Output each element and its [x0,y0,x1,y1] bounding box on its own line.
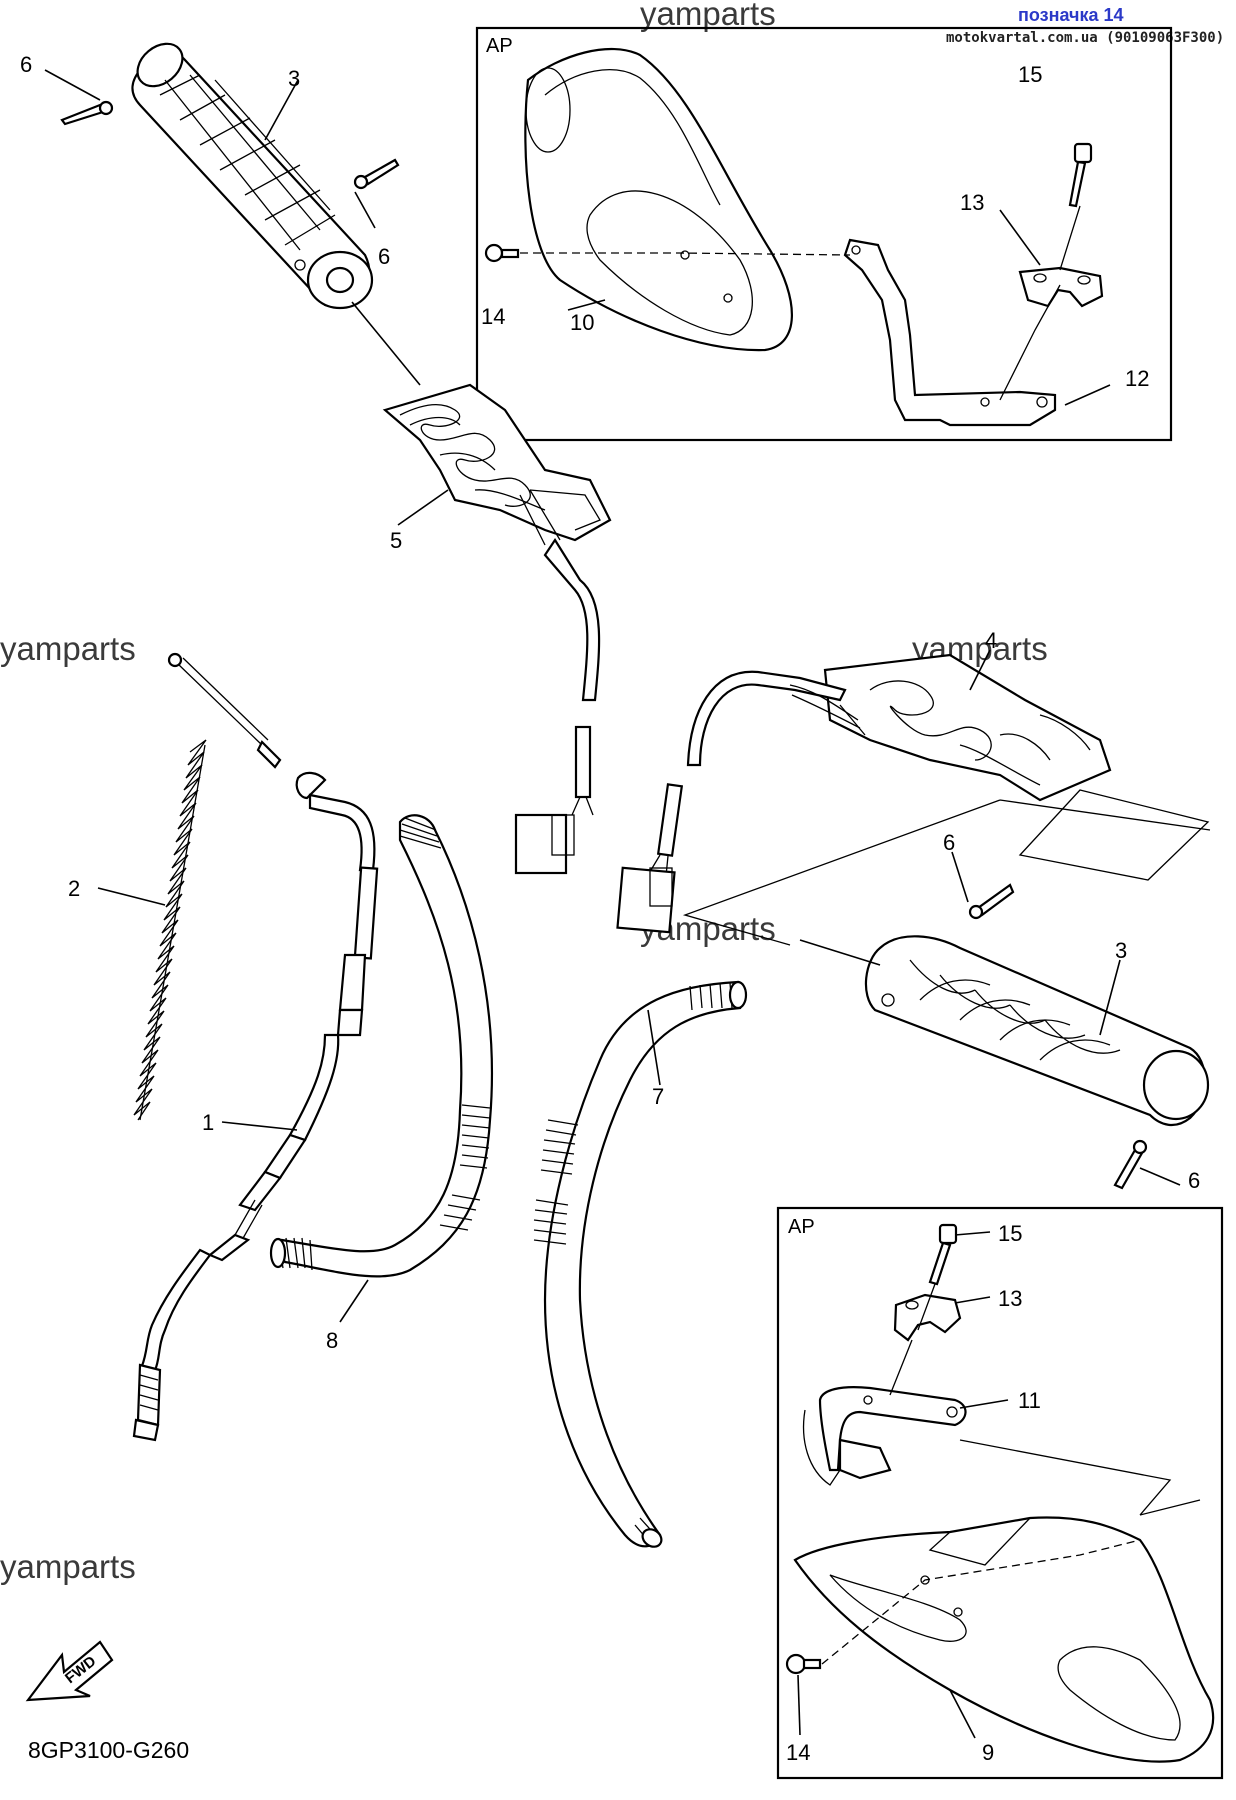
callout-13: 13 [960,190,984,215]
callout-6-a: 6 [20,52,32,77]
part-14-screw [785,1653,822,1675]
callout-14: 14 [786,1740,810,1765]
callout-3-b: 3 [1115,938,1127,963]
part-7-hose [533,980,748,1548]
part-12-bracket [843,238,1057,427]
callout-6-d: 6 [1188,1168,1200,1193]
inset-top-right: AP [475,26,1173,442]
part-13-clamp [893,1293,962,1342]
part-6-pin-a [60,100,114,126]
callout-10: 10 [570,310,594,335]
callout-3-a: 3 [288,66,300,91]
callout-2: 2 [68,876,80,901]
part-2-spring [133,739,207,1121]
part-3-grip-right [864,935,1210,1127]
part-14-screw [484,243,520,263]
inset-label: AP [486,35,513,57]
callout-1: 1 [202,1110,214,1135]
callout-13: 13 [998,1286,1022,1311]
fwd-arrow-icon: FWD [25,1640,114,1702]
callout-15: 15 [1018,62,1042,87]
source-reference: motokvartal.com.ua (90109063F300) [946,30,1224,46]
part-6-pin-b [353,158,400,190]
callout-15: 15 [998,1221,1022,1246]
watermark: yamparts [0,630,136,667]
part-15-bolt [928,1223,958,1286]
part-11-bracket [802,1386,967,1486]
callout-5: 5 [390,528,402,553]
callout-14: 14 [481,304,505,329]
callout-8: 8 [326,1328,338,1353]
callout-9: 9 [982,1740,994,1765]
inset-label: AP [788,1216,815,1238]
catalog-tag[interactable]: позначка 14 [1018,5,1124,25]
callout-6-b: 6 [378,244,390,269]
part-4-grip-heater-right [616,653,1210,934]
part-9-handguard-right [793,1516,1215,1763]
part-3-grip-left [131,42,374,310]
part-6-pin-d [1113,1139,1148,1190]
inset-bottom-right: AP [776,1206,1224,1780]
callout-11: 11 [1018,1388,1041,1413]
callout-6-c: 6 [943,830,955,855]
part-1-throttle-cable [132,652,379,1442]
watermark: yamparts [0,1548,136,1585]
callout-12: 12 [1125,366,1149,391]
diagram-code: 8GP3100-G260 [28,1737,189,1763]
part-13-clamp [1018,266,1104,308]
part-15-bolt [1068,142,1093,208]
watermark: yamparts [640,0,776,32]
part-5-grip-heater-left [382,383,612,875]
part-10-handguard-left [524,47,793,352]
part-6-pin-c [968,883,1015,920]
callout-4: 4 [985,628,997,653]
callout-7: 7 [652,1084,664,1109]
part-8-hose [269,814,493,1278]
